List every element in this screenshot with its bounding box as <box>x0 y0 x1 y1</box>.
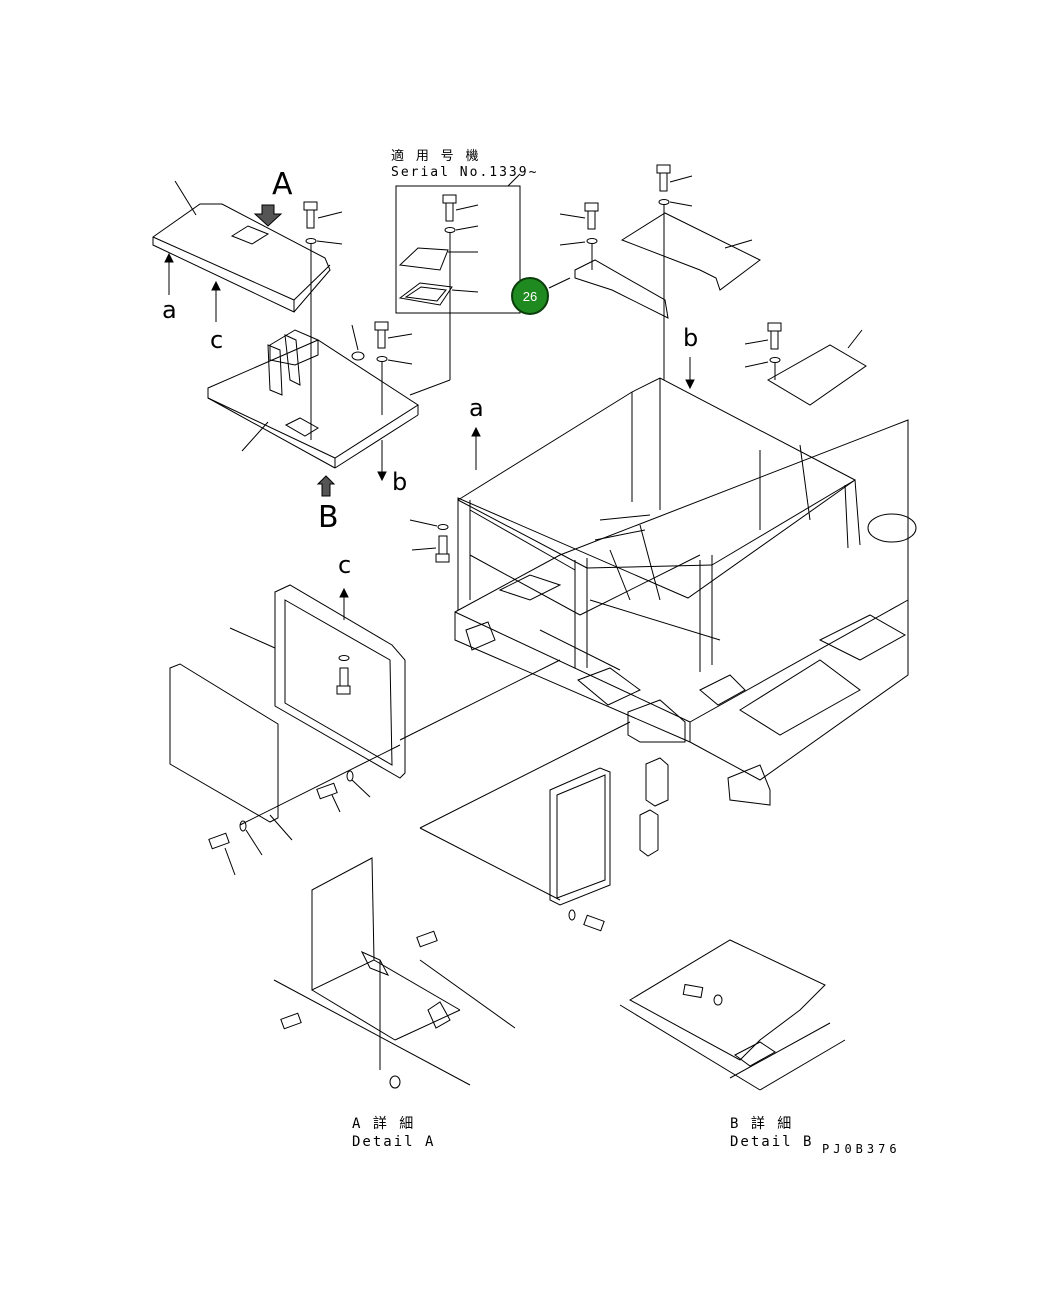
bolt-icon <box>374 321 413 349</box>
washer-icon <box>658 199 693 207</box>
drawing-code: PJ0B376 <box>822 1142 901 1156</box>
washer-icon <box>239 820 263 856</box>
washer-icon <box>346 770 371 798</box>
serial-box-title-jp: 適 用 号 機 <box>391 149 481 164</box>
arrow-label-a-left: a <box>162 296 177 324</box>
serial-box-title-en: Serial No.1339~ <box>391 165 539 180</box>
detail-a-drawing <box>273 857 516 1089</box>
top-cover-part <box>152 180 331 313</box>
washer-icon <box>338 655 350 661</box>
washer-icon <box>559 238 598 246</box>
washer-icon <box>444 225 479 233</box>
bracket-plate-part <box>574 259 669 319</box>
plug-icon <box>351 324 365 361</box>
door-panel-part <box>229 584 406 779</box>
arrow-label-b-frame: b <box>683 324 699 352</box>
serial-box-frame <box>395 185 521 314</box>
washer-icon <box>568 909 576 921</box>
bolt-icon <box>208 832 236 876</box>
side-plate-part <box>767 344 867 406</box>
bolt-icon <box>682 983 704 999</box>
bolt-icon <box>280 1012 302 1030</box>
base-floor-part <box>454 419 917 806</box>
washer-icon <box>409 519 449 530</box>
bolt-icon <box>583 914 605 932</box>
bolt-icon <box>559 202 599 230</box>
bolt-icon <box>744 322 782 350</box>
washer-icon <box>713 994 723 1006</box>
side-panel-part <box>169 663 279 823</box>
part-callout-badge[interactable]: 26 <box>511 277 549 315</box>
cab-frame-part <box>457 377 861 672</box>
bracket-part <box>549 757 669 906</box>
detail-b-drawing <box>619 939 846 1091</box>
bolt-icon <box>303 201 343 229</box>
cover-plate-icon <box>398 247 478 271</box>
arrow-label-b-tray: b <box>392 468 408 496</box>
view-label-b: B <box>318 500 339 535</box>
arrow-label-c-left: c <box>210 326 224 354</box>
bolt-icon <box>336 667 351 695</box>
bolt-icon <box>442 194 479 222</box>
arrow-label-a-frame: a <box>469 394 484 422</box>
washer-icon <box>376 356 413 365</box>
bolt-icon <box>656 164 693 192</box>
tray-part <box>207 329 419 469</box>
bolt-icon <box>411 535 450 563</box>
washer-icon <box>744 357 781 368</box>
top-plate-part <box>620 212 761 291</box>
detail-b-title-jp: B 詳 細 <box>730 1116 794 1132</box>
detail-b-title-en: Detail B <box>730 1134 814 1150</box>
bolt-icon <box>416 930 438 948</box>
bolt-icon <box>316 782 341 813</box>
gasket-icon <box>398 282 479 306</box>
view-label-a: A <box>272 167 293 202</box>
detail-a-title-jp: A 詳 細 <box>352 1116 416 1132</box>
detail-a-title-en: Detail A <box>352 1134 436 1150</box>
arrow-label-c-panel: c <box>338 551 352 579</box>
